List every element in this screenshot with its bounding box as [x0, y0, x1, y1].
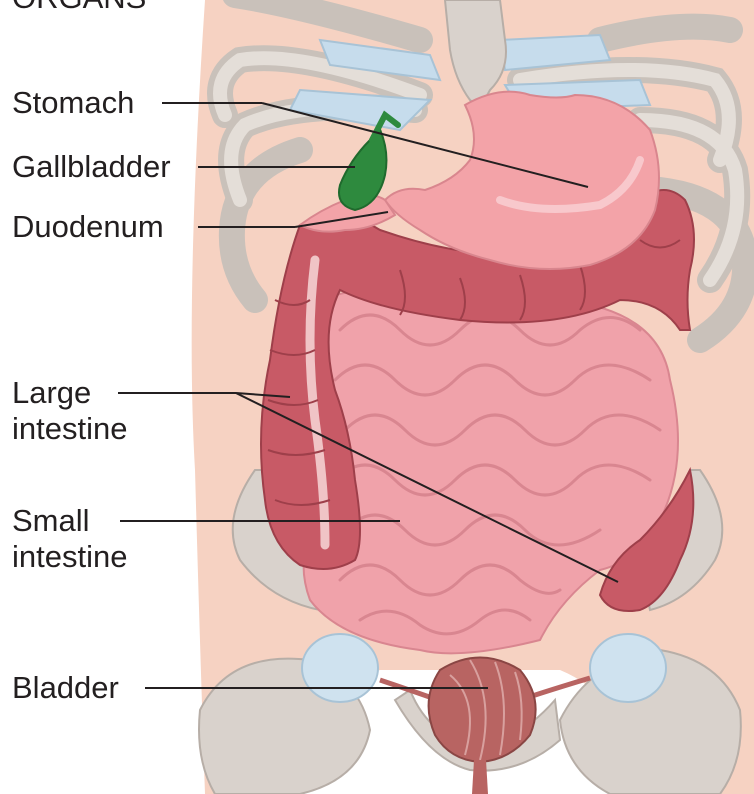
label-small-intestine-line1: Small	[12, 503, 127, 539]
label-bladder: Bladder	[12, 670, 119, 706]
label-large-intestine-line1: Large	[12, 375, 127, 411]
page-title: ORGANS	[12, 0, 146, 16]
label-stomach: Stomach	[12, 85, 134, 121]
label-gallbladder: Gallbladder	[12, 149, 171, 185]
label-duodenum: Duodenum	[12, 209, 164, 245]
label-large-intestine: Large intestine	[12, 375, 127, 447]
label-small-intestine-line2: intestine	[12, 539, 127, 575]
label-small-intestine: Small intestine	[12, 503, 127, 575]
label-large-intestine-line2: intestine	[12, 411, 127, 447]
